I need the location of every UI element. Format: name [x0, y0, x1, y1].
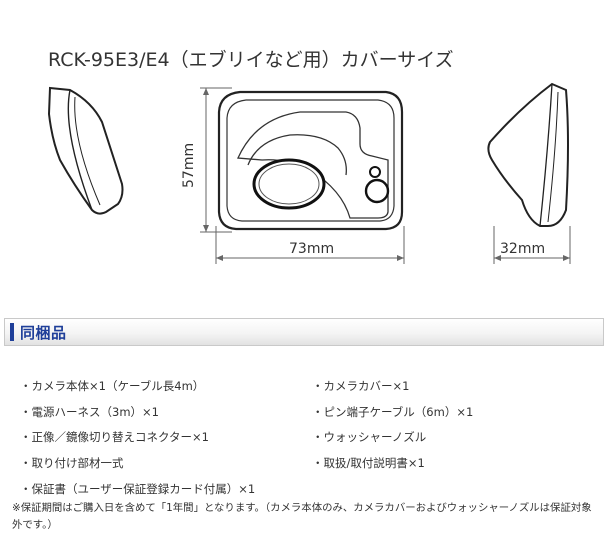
front-hood — [247, 134, 347, 176]
front-inner-outline — [226, 99, 395, 222]
diagram-svg: RCK-95E3/E4（エブリイなど用）カバーサイズ 57mm — [47, 48, 571, 264]
height-label: 57mm — [181, 143, 197, 188]
diagram-title: RCK-95E3/E4（エブリイなど用）カバーサイズ — [48, 48, 454, 71]
warranty-note: ※保証期間はご購入日を含めて「1年間」となります。（カメラ本体のみ、カメラカバー… — [12, 502, 592, 531]
depth-label: 32mm — [500, 241, 545, 257]
header-accent-bar — [10, 323, 14, 341]
list-item: ・カメラカバー×1 — [312, 379, 410, 393]
nozzle-hole-large — [364, 178, 390, 204]
front-view — [217, 90, 404, 231]
list-item: ・ウォッシャーノズル — [312, 430, 427, 444]
list-item: ・カメラ本体×1（ケーブル長4m） — [20, 379, 205, 393]
included-items-title: 同梱品 — [20, 324, 67, 342]
cover-size-diagram: RCK-95E3/E4（エブリイなど用）カバーサイズ 57mm — [47, 48, 571, 264]
included-items-header: 同梱品 — [4, 318, 604, 346]
lens-inner — [258, 163, 320, 205]
right-side-view — [487, 82, 569, 227]
width-dimension — [215, 226, 405, 264]
list-item: ・電源ハーネス（3m）×1 — [20, 405, 159, 419]
lens-window — [252, 158, 326, 210]
width-label: 73mm — [289, 241, 334, 257]
list-item: ・正像／鏡像切り替えコネクター×1 — [20, 430, 209, 444]
list-item: ・保証書（ユーザー保証登録カード付属）×1 — [20, 482, 256, 496]
depth-dimension — [493, 226, 571, 264]
list-item: ・取り付け部材一式 — [20, 456, 124, 470]
left-side-view — [47, 86, 124, 215]
nozzle-hole-small — [369, 166, 381, 178]
list-item: ・取扱/取付説明書×1 — [312, 456, 425, 470]
list-item: ・ピン端子ケーブル（6m）×1 — [312, 405, 474, 419]
